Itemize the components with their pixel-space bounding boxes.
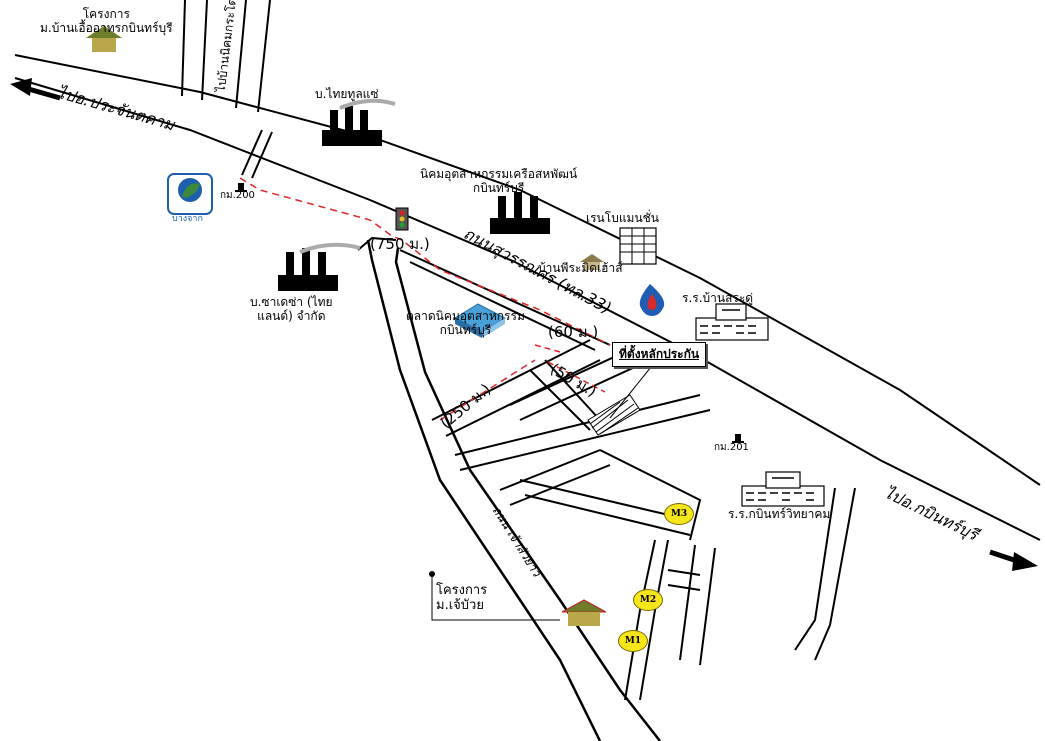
local-road-right	[394, 247, 661, 741]
street-f1	[624, 539, 656, 701]
housing-top-label-line1: โครงการ	[82, 7, 130, 21]
street-c1	[499, 449, 601, 491]
route-dashed-250	[439, 359, 536, 421]
route-dashed	[239, 177, 611, 346]
north-road-left	[181, 0, 186, 97]
pyramid-house-label: บ้านพีระมิดเฮ้าส์	[538, 261, 623, 275]
arrowhead-west	[10, 78, 32, 96]
street-g2	[699, 547, 716, 666]
housing-top-label-line2: ม.บ้านเอื้ออาทรกบินทร์บุรี	[40, 20, 173, 35]
project-bottom-line1: โครงการ	[436, 583, 488, 598]
north-road-edge3	[257, 0, 271, 113]
distance-60: (60 ม.)	[548, 323, 599, 341]
market-icon	[453, 303, 507, 338]
sadesa-label-line2: แลนด์) จำกัด	[257, 308, 326, 323]
highway-edge-south	[14, 77, 1041, 541]
bangchak-label: บางจาก	[172, 214, 203, 224]
house-icon-bottom	[561, 599, 607, 626]
estate-label-line2: กบินทร์บุรี	[472, 180, 525, 195]
marker-m2: M2	[633, 589, 663, 611]
project-pin-head	[429, 571, 435, 577]
street-d1	[519, 479, 691, 521]
km-200-post	[235, 183, 247, 192]
market-label: ตลาดนิคมอุตสาหกรรม กบินทร์บุรี	[406, 309, 525, 338]
west-spur	[357, 236, 397, 251]
marker-m1: M1	[618, 630, 648, 652]
street-d2	[524, 494, 691, 536]
street-h2	[667, 584, 701, 591]
project-bottom-label: โครงการ ม.เจ้บัวย	[436, 583, 488, 614]
km-201-post	[732, 434, 744, 443]
market-label-line1: ตลาดนิคมอุตสาหกรรม	[406, 309, 525, 323]
house-icon-top	[86, 26, 122, 52]
frontage-2	[409, 261, 596, 351]
estate-label-line1: นิคมอุตสาหกรรมเครือสหพัฒน์	[420, 167, 578, 181]
highway-edge-north	[14, 54, 1041, 486]
callout-pointer	[609, 361, 656, 419]
street-b1	[454, 394, 701, 456]
street-b2	[459, 409, 711, 471]
east-road-right	[814, 487, 856, 661]
factory-icon-thaitube	[322, 98, 396, 146]
local-road-left	[366, 239, 602, 741]
arrowhead-east	[1012, 552, 1038, 571]
site-diag-2	[544, 359, 601, 421]
km201-label: กม.201	[714, 442, 749, 453]
street-e1	[599, 449, 702, 541]
collateral-lot	[587, 394, 641, 436]
factory-icon-sadesa	[278, 242, 361, 291]
apartment-icon	[619, 227, 657, 265]
housing-top-label: โครงการ ม.บ้านเอื้ออาทรกบินทร์บุรี	[40, 7, 173, 36]
north-road-edge2	[235, 0, 247, 109]
east-road-left	[794, 487, 836, 651]
route-dashed-50	[547, 361, 606, 393]
market-label-line2: กบินทร์บุรี	[439, 322, 492, 337]
street-f2	[639, 539, 669, 701]
school-kabin-label: ร.ร.กบินทร์วิทยาคม	[728, 507, 831, 521]
sadesa-label-line1: บ.ซาเดซ่า (ไทย	[250, 295, 333, 309]
marker-m3: M3	[664, 503, 694, 525]
house-icon-pyramid	[580, 254, 604, 270]
north-road-right	[201, 0, 208, 101]
school-icon-sarakku	[695, 303, 769, 341]
school-icon-kabin	[741, 471, 825, 507]
sadesa-label: บ.ซาเดซ่า (ไทย แลนด์) จำกัด	[250, 295, 333, 324]
cross-road-250-a	[431, 339, 591, 421]
bangchak-icon	[167, 173, 213, 215]
distance-750: (750 ม.)	[370, 235, 430, 253]
school-sarakku-label: ร.ร.บ้านสระดู่	[682, 291, 754, 305]
traffic-light-icon	[395, 207, 409, 231]
estate-label: นิคมอุตสาหกรรมเครือสหพัฒน์ กบินทร์บุรี	[420, 167, 578, 196]
factory-icon-estate	[490, 192, 550, 234]
street-g1	[679, 544, 696, 661]
project-pin	[431, 576, 560, 621]
project-bottom-line2: ม.เจ้บัวย	[436, 597, 484, 613]
route-dashed-60	[534, 344, 561, 353]
street-c2	[509, 464, 611, 506]
arrow-west	[24, 85, 61, 101]
street-a2	[519, 359, 651, 421]
thaitube-label: บ.ไทยทูลแซ่	[315, 87, 379, 101]
crossing-2	[251, 131, 273, 179]
street-h	[667, 569, 701, 576]
ptt-icon	[639, 284, 665, 316]
apartment-label: เรนโบแมนชั่น	[586, 211, 660, 225]
site-diag-1	[529, 369, 591, 431]
collateral-callout: ที่ตั้งหลักประกัน	[612, 342, 707, 367]
km200-label: กม.200	[220, 190, 255, 201]
crossing	[241, 129, 263, 176]
